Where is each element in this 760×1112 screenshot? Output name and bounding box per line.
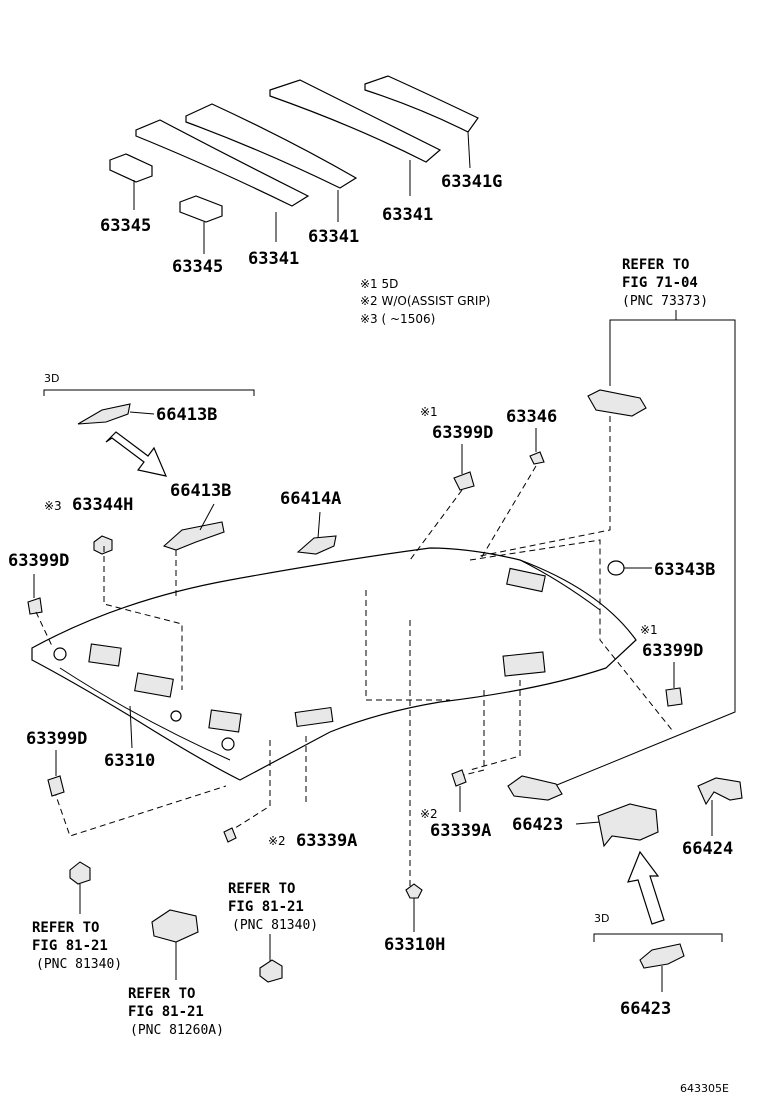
switch-81340-left [69,861,91,885]
label-63343b: 63343B [654,560,715,580]
ref-bottom-line1: REFER TO [128,986,195,1002]
part-66423-3d [639,943,685,969]
label-66414a: 66414A [280,489,341,509]
label-63341-b: 63341 [308,227,359,247]
headliner-63310 [31,547,637,781]
part-66414a [296,535,337,555]
ref-bottom-line3: (PNC 81260A) [130,1023,224,1038]
refer-to-top: REFER TO FIG 71-04 (PNC 73373) [622,257,708,309]
label-63339a-a: 63339A [296,831,357,851]
arrow-down-right-icon [105,431,168,477]
part-63310h [405,883,423,899]
ref-top-line2: FIG 71-04 [622,275,698,291]
part-63343b [607,560,625,576]
group-3d-right: 3D [594,912,609,925]
diagram-code: 643305E [680,1082,729,1095]
part-66423 [597,803,659,848]
ref-mid-line3: (PNC 81340) [232,918,318,933]
label-66423-a: 66423 [512,815,563,835]
group-3d-left: 3D [44,372,59,385]
label-63344h: 63344H [72,495,133,515]
label-63399d-right: 63399D [642,641,703,661]
label-63399d-lower: 63399D [26,729,87,749]
ref-left-line2: FIG 81-21 [32,938,108,954]
dome-light-lower [507,775,563,801]
ref-left-line3: (PNC 81340) [36,957,122,972]
mark-3: ※3 [44,499,62,513]
switch-81340-mid [259,959,283,983]
note-1: ※1 5D [360,277,398,291]
ref-mid-line2: FIG 81-21 [228,899,304,915]
mark-1-top: ※1 [420,405,438,419]
arrow-up-icon [627,850,665,925]
part-63399d-right [665,687,683,707]
label-66413b-b: 66413B [170,481,231,501]
label-63345-b: 63345 [172,257,223,277]
label-66413b-a: 66413B [156,405,217,425]
mark-1-right: ※1 [640,623,658,637]
note-3: ※3 ( ~1506) [360,312,435,326]
mark-2-a: ※2 [268,834,286,848]
label-63310h: 63310H [384,935,445,955]
label-63399d-left: 63399D [8,551,69,571]
part-63339a-left [223,827,237,843]
label-63339a-b: 63339A [430,821,491,841]
part-63346 [529,451,545,465]
switch-81260a [151,909,199,943]
mark-2-b: ※2 [420,807,438,821]
ref-top-line1: REFER TO [622,257,689,273]
label-63341-c: 63341 [248,249,299,269]
ref-top-line3: (PNC 73373) [622,294,708,309]
ref-bottom-line2: FIG 81-21 [128,1004,204,1020]
part-63344h [93,535,113,555]
roof-silencer-panels [109,75,479,254]
part-66413b-top [77,403,131,425]
part-66413b [162,521,225,551]
label-63341g: 63341G [441,172,502,192]
part-63399d-top [453,471,475,491]
ref-left-line1: REFER TO [32,920,99,936]
label-66424: 66424 [682,839,733,859]
label-63310: 63310 [104,751,155,771]
label-63345-a: 63345 [100,216,151,236]
part-63399d-lower [47,775,65,797]
ref-mid-line1: REFER TO [228,881,295,897]
label-66423-b: 66423 [620,999,671,1019]
part-63399d-left [27,597,43,615]
label-63346: 63346 [506,407,557,427]
part-66424 [697,777,743,806]
note-2: ※2 W/O(ASSIST GRIP) [360,294,490,308]
label-63399d-top: 63399D [432,423,493,443]
label-63341-a: 63341 [382,205,433,225]
dome-light-top [587,389,647,417]
part-63339a-center [451,769,467,787]
